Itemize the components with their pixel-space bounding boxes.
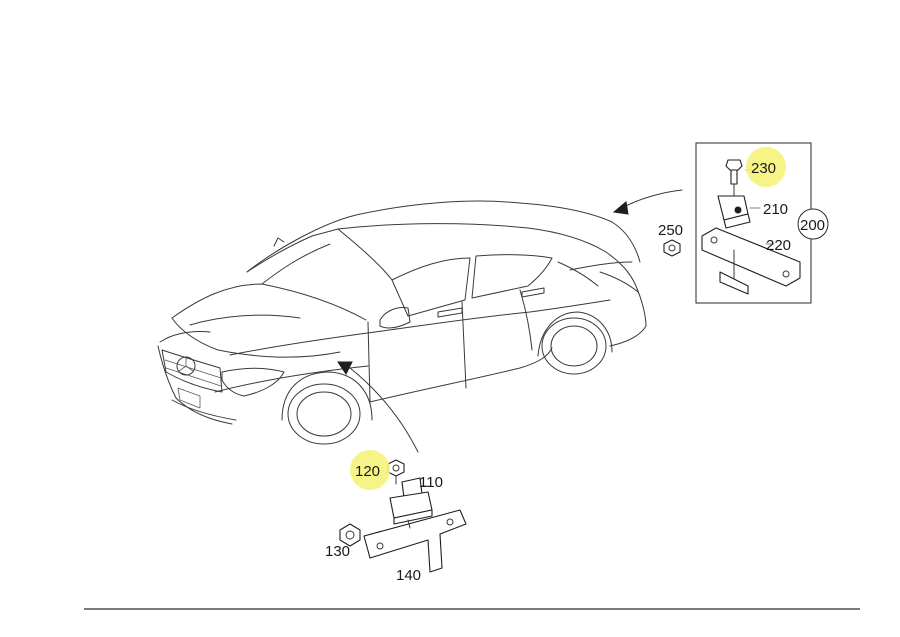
highlight-230 <box>746 147 786 187</box>
lower-parts-group <box>339 459 467 573</box>
sensor-110 <box>389 477 433 525</box>
callout-130: 130 <box>325 543 350 560</box>
pointer-arrows <box>337 189 683 453</box>
callout-210: 210 <box>763 201 788 218</box>
inset-detail-box <box>663 142 812 304</box>
callout-140: 140 <box>396 567 421 584</box>
bolt-230 <box>725 159 743 199</box>
bracket-140 <box>363 509 467 573</box>
callout-220: 220 <box>766 237 791 254</box>
sensor-210 <box>717 195 751 229</box>
callout-250: 250 <box>658 222 683 239</box>
callout-120: 120 <box>355 463 380 480</box>
bracket-220 <box>701 227 801 295</box>
callout-200-circle <box>797 208 829 240</box>
highlight-120 <box>350 450 390 490</box>
nut-120 <box>387 459 405 485</box>
callout-110: 110 <box>419 474 443 491</box>
callout-200: 200 <box>800 217 825 234</box>
callout-230: 230 <box>751 160 776 177</box>
car-illustration <box>157 200 647 445</box>
nut-130 <box>339 523 361 547</box>
nut-250 <box>663 239 681 257</box>
